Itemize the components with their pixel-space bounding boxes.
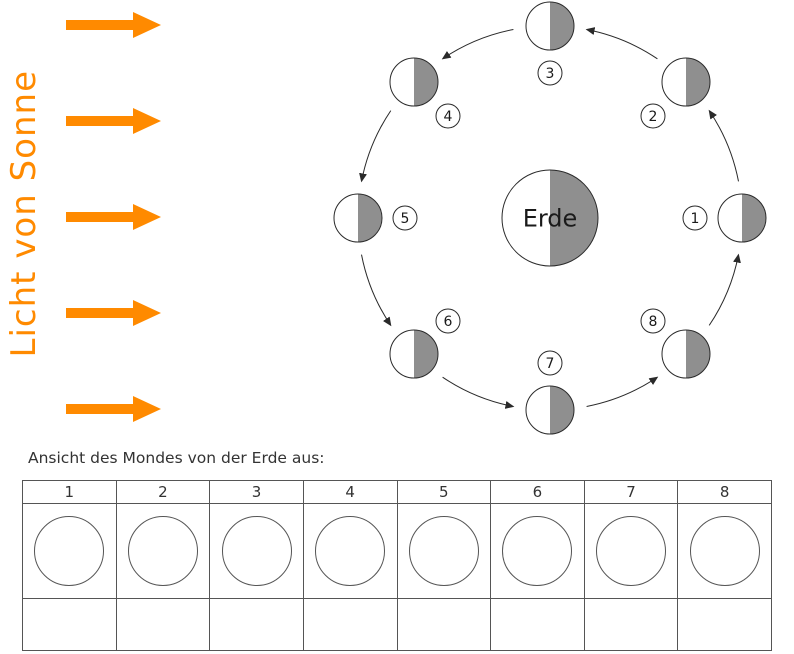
position-badge-label: 5 xyxy=(401,211,410,227)
answer-empty-cell-8 xyxy=(677,598,772,651)
answer-col-header-8: 8 xyxy=(677,480,772,504)
position-badge-8: 8 xyxy=(640,308,666,334)
answer-table: 1 2 3 4 5 6 7 8 xyxy=(22,480,772,651)
blank-moon-circle-5 xyxy=(408,516,479,586)
arrow-head-icon xyxy=(133,12,161,38)
position-badge-label: 2 xyxy=(649,109,658,125)
arrow-body xyxy=(66,212,135,222)
orbit-direction-arrows xyxy=(359,27,741,409)
position-badge-5: 5 xyxy=(392,205,418,231)
sunlight-arrow-4 xyxy=(66,300,161,326)
arrow-head-icon xyxy=(133,108,161,134)
answer-caption: Ansicht des Mondes von der Erde aus: xyxy=(28,449,325,467)
arrow-body xyxy=(66,404,135,414)
moon-position-5 xyxy=(333,193,383,243)
position-badge-label: 1 xyxy=(691,211,700,227)
blank-moon-circle-1 xyxy=(34,516,105,586)
arrow-head-icon xyxy=(133,396,161,422)
orbit-arrow-5-6 xyxy=(361,254,392,327)
answer-empty-cell-7 xyxy=(583,598,679,651)
answer-circle-cell-6 xyxy=(490,503,585,599)
answer-col-header-7: 7 xyxy=(583,480,679,504)
arrow-body xyxy=(66,116,135,126)
position-badge-label: 6 xyxy=(444,314,453,330)
moon-orbit-diagram: Erde xyxy=(333,1,767,435)
position-badge-3: 3 xyxy=(537,60,563,86)
answer-col-header-5: 5 xyxy=(396,480,492,504)
arrow-body xyxy=(66,308,135,318)
orbit-arrow-1-2 xyxy=(708,109,739,182)
sunlight-arrow-3 xyxy=(66,204,161,230)
answer-empty-cell-2 xyxy=(115,598,211,651)
position-badge-label: 8 xyxy=(649,314,658,330)
blank-moon-circle-6 xyxy=(502,516,573,586)
earth: Erde xyxy=(501,169,599,267)
answer-circle-cell-7 xyxy=(583,503,679,599)
arrow-head-icon xyxy=(133,204,161,230)
orbit-arrow-8-1 xyxy=(708,253,741,326)
answer-circle-cell-8 xyxy=(677,503,772,599)
position-badge-4: 4 xyxy=(435,103,461,129)
position-badge-2: 2 xyxy=(640,103,666,129)
position-badge-1: 1 xyxy=(682,205,708,231)
position-badge-6: 6 xyxy=(435,308,461,334)
orbit-arrow-2-3 xyxy=(585,27,658,60)
orbit-arrow-4-5 xyxy=(359,110,392,183)
earth-label: Erde xyxy=(523,205,578,233)
answer-empty-cell-5 xyxy=(396,598,492,651)
answer-empty-cell-3 xyxy=(209,598,304,651)
position-badge-7: 7 xyxy=(537,350,563,376)
answer-empty-cell-1 xyxy=(22,598,117,651)
answer-circle-cell-1 xyxy=(22,503,117,599)
answer-col-header-1: 1 xyxy=(22,480,117,504)
moon-position-1 xyxy=(717,193,767,243)
answer-circle-cell-3 xyxy=(209,503,304,599)
sunlight-arrow-5 xyxy=(66,396,161,422)
position-badge-label: 3 xyxy=(546,66,555,82)
answer-circle-cell-5 xyxy=(396,503,492,599)
orbit-arrow-3-4 xyxy=(441,29,514,60)
sunlight-arrow-2 xyxy=(66,108,161,134)
orbit-arrow-7-8 xyxy=(586,376,659,407)
moon-position-3 xyxy=(525,1,575,51)
answer-col-header-3: 3 xyxy=(209,480,304,504)
moon-position-4 xyxy=(389,57,439,107)
position-badge-label: 4 xyxy=(444,109,453,125)
blank-moon-circle-8 xyxy=(689,516,760,586)
position-badge-label: 7 xyxy=(546,356,555,372)
blank-moon-circle-4 xyxy=(315,516,386,586)
moon-position-2 xyxy=(661,57,711,107)
answer-empty-row xyxy=(22,598,772,651)
blank-moon-circle-2 xyxy=(127,516,198,586)
answer-circle-cell-4 xyxy=(302,503,398,599)
answer-circle-cell-2 xyxy=(115,503,211,599)
orbit-arrow-6-7 xyxy=(442,376,515,409)
moon-position-8 xyxy=(661,329,711,379)
blank-moon-circle-3 xyxy=(221,516,292,586)
answer-header-row: 1 2 3 4 5 6 7 8 xyxy=(22,480,772,504)
answer-empty-cell-4 xyxy=(302,598,398,651)
answer-col-header-6: 6 xyxy=(490,480,585,504)
answer-col-header-4: 4 xyxy=(302,480,398,504)
arrow-head-icon xyxy=(133,300,161,326)
moon-position-6 xyxy=(389,329,439,379)
answer-circle-row xyxy=(22,503,772,599)
moon-position-7 xyxy=(525,385,575,435)
blank-moon-circle-7 xyxy=(596,516,667,586)
sunlight-arrow-1 xyxy=(66,12,161,38)
arrow-body xyxy=(66,20,135,30)
answer-col-header-2: 2 xyxy=(115,480,211,504)
answer-empty-cell-6 xyxy=(490,598,585,651)
